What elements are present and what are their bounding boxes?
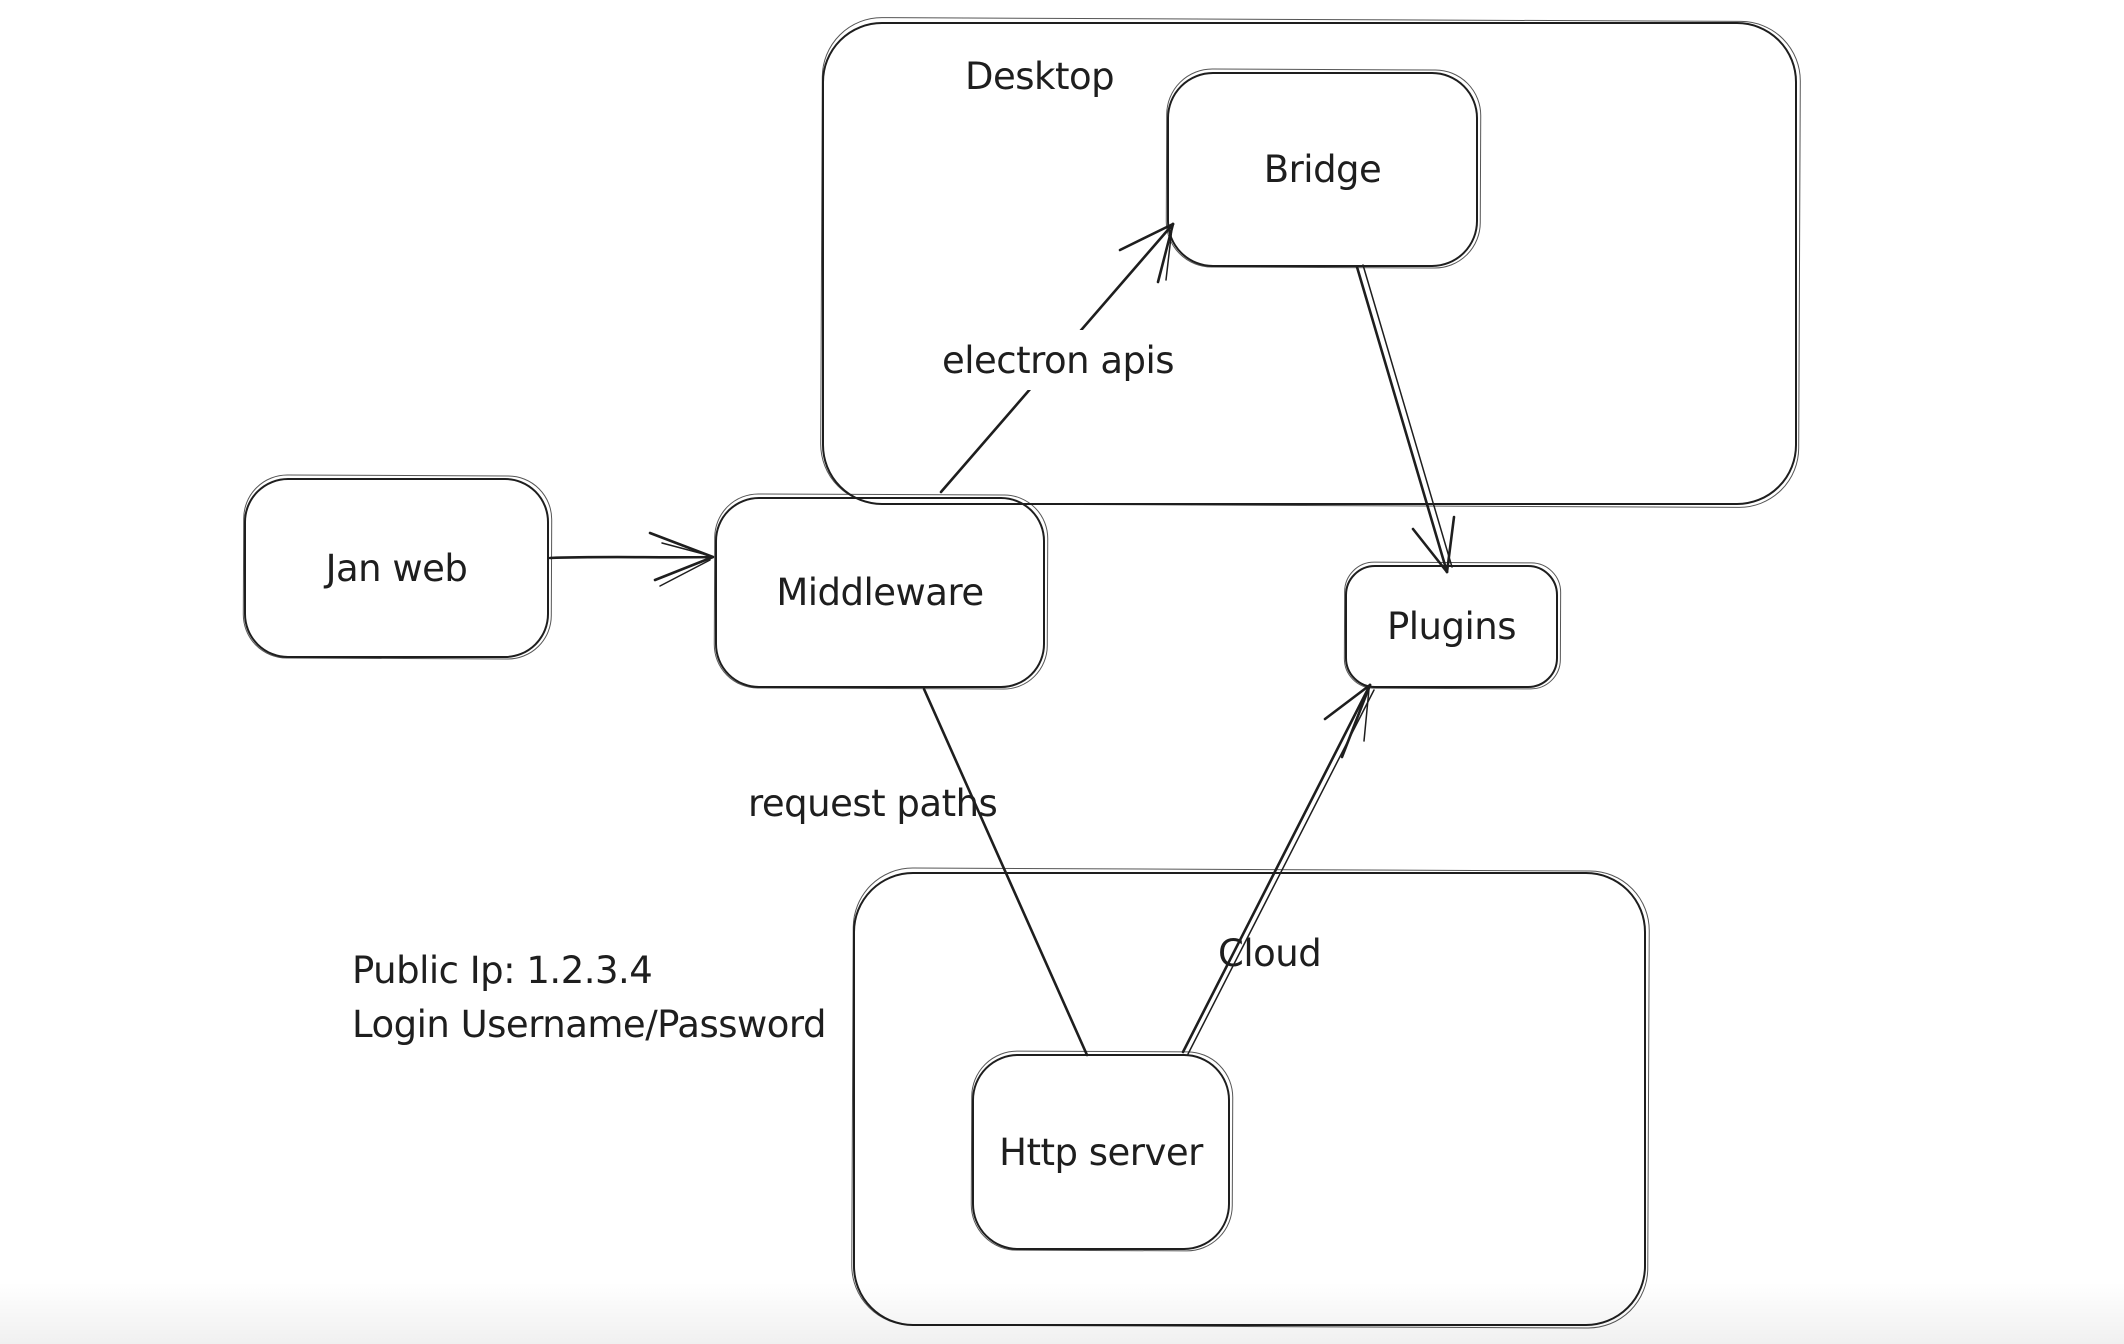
request-paths-edge-label[interactable]: request paths: [748, 782, 998, 825]
http-server-label: Http server: [999, 1130, 1203, 1174]
cloud-container-label[interactable]: Cloud: [1218, 932, 1322, 975]
electron-apis-edge-label[interactable]: electron apis: [922, 330, 1194, 390]
plugins-node[interactable]: Plugins: [1345, 565, 1558, 688]
http-server-node[interactable]: Http server: [972, 1054, 1230, 1250]
desktop-container[interactable]: [822, 22, 1797, 505]
plugins-label: Plugins: [1386, 605, 1517, 648]
credentials-note-line1: Public Ip: 1.2.3.4: [352, 949, 653, 992]
edge-jan-web-to-middleware[interactable]: [548, 531, 715, 587]
bridge-label: Bridge: [1263, 148, 1382, 191]
middleware-node[interactable]: Middleware: [715, 497, 1045, 688]
credentials-note[interactable]: Public Ip: 1.2.3.4 Login Username/Passwo…: [352, 944, 826, 1052]
jan-web-node[interactable]: Jan web: [244, 478, 549, 658]
jan-web-label: Jan web: [325, 546, 468, 590]
credentials-note-line2: Login Username/Password: [352, 1003, 826, 1046]
bridge-node[interactable]: Bridge: [1167, 72, 1478, 267]
middleware-label: Middleware: [776, 571, 984, 614]
cloud-container[interactable]: [853, 872, 1646, 1326]
desktop-container-label[interactable]: Desktop: [965, 55, 1115, 98]
